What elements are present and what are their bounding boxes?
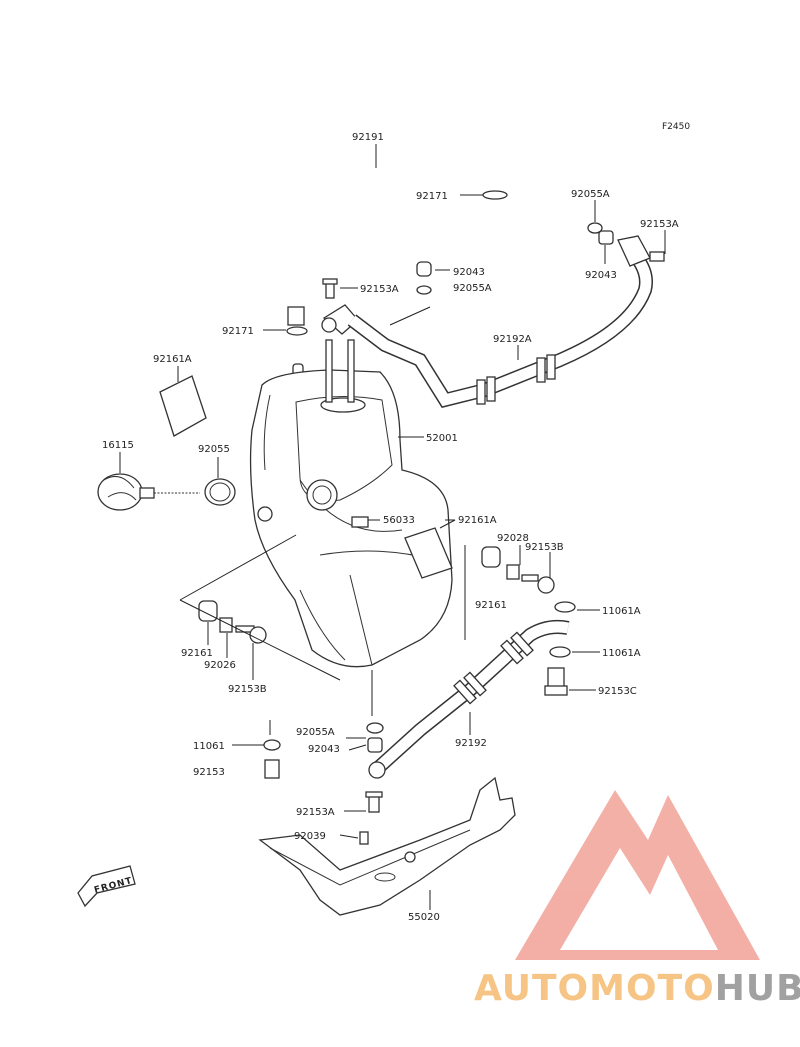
clamp-11061A-lower — [549, 646, 571, 658]
hose-band-7 — [500, 639, 524, 665]
fuel-hose-92192A — [347, 245, 653, 409]
watermark-text-primary: AUTOMOTO — [474, 968, 715, 1009]
hose-band-6 — [463, 671, 487, 697]
part-label-92153A-lower: 92153A — [296, 807, 335, 818]
fuel-hose-92192 — [373, 619, 570, 774]
bolt-92153A-right — [649, 251, 665, 262]
breather-hose-92191 — [278, 114, 511, 307]
hose-band-2 — [486, 376, 496, 402]
part-label-92055A-top: 92055A — [453, 283, 492, 294]
bolt-head-92153B-right — [537, 576, 555, 594]
tank-cap-opening — [306, 479, 338, 511]
gasket-92055-inner — [209, 482, 231, 502]
part-label-92055A-right: 92055A — [571, 189, 610, 200]
part-label-92192A: 92192A — [493, 334, 532, 345]
hose-band-4 — [546, 354, 556, 380]
tank-pipe-right — [347, 339, 355, 403]
tank-cap-opening-inner — [312, 485, 332, 505]
part-label-92191: 92191 — [352, 132, 384, 143]
screw-92039 — [359, 831, 369, 845]
collar-92028 — [506, 564, 520, 580]
leader-lines — [119, 144, 666, 910]
part-label-56033: 56033 — [383, 515, 415, 526]
washer-92043-lower — [367, 737, 383, 753]
fitting-lower — [368, 761, 386, 779]
bolt-shank-92153B-right — [521, 574, 539, 582]
part-label-92161-right: 92161 — [475, 600, 507, 611]
svg-text:AUTOMOTOHUB: AUTOMOTOHUB — [474, 968, 800, 1009]
washer-92043-right — [598, 230, 614, 245]
fuel-tank-52001 — [249, 369, 453, 668]
tank-pipe-left — [325, 339, 333, 403]
fuel-cap-16115 — [97, 473, 200, 511]
washer-92055A-lower — [366, 722, 384, 734]
part-label-92192: 92192 — [455, 738, 487, 749]
label-92161A-loose — [159, 375, 207, 437]
part-label-92026: 92026 — [204, 660, 236, 671]
part-label-92161-left: 92161 — [181, 648, 213, 659]
part-label-92043-lower: 92043 — [308, 744, 340, 755]
washer-92055A-right — [587, 222, 603, 234]
part-label-92043-right: 92043 — [585, 270, 617, 281]
part-label-55020: 55020 — [408, 912, 440, 923]
label-92161A-tank — [404, 527, 453, 579]
part-label-92153C: 92153C — [598, 686, 637, 697]
washer-11061 — [263, 739, 281, 751]
part-label-11061A-lower: 11061A — [602, 648, 641, 659]
part-label-92028: 92028 — [497, 533, 529, 544]
clamp-92171-lower — [286, 326, 308, 336]
bolt-head-92153B-left — [249, 626, 267, 644]
hose-band-3 — [536, 357, 546, 383]
clamp-11061A-upper — [554, 601, 576, 613]
part-label-92161A-loose: 92161A — [153, 354, 192, 365]
hose-band-1 — [476, 379, 486, 405]
front-arrow: FRONT — [77, 865, 136, 908]
damper-92161-right — [481, 546, 501, 568]
part-label-92039: 92039 — [294, 831, 326, 842]
part-label-92153B-left: 92153B — [228, 684, 267, 695]
part-label-52001: 52001 — [426, 433, 458, 444]
part-label-92171-top: 92171 — [416, 191, 448, 202]
fitting-elbow-eye — [321, 317, 337, 333]
hose-end-lower — [287, 306, 305, 326]
part-label-92043-top: 92043 — [453, 267, 485, 278]
automotohub-watermark: AUTOMOTOHUB — [474, 790, 800, 1009]
bolt-head-92153C — [544, 685, 568, 696]
bolt-head-92153A-top — [322, 278, 338, 285]
part-label-92055A-lower: 92055A — [296, 727, 335, 738]
part-label-92153: 92153 — [193, 767, 225, 778]
bolt-92153 — [264, 759, 280, 779]
hose-band-8 — [510, 631, 534, 657]
label-plate-56033 — [351, 516, 369, 528]
part-label-16115: 16115 — [102, 440, 134, 451]
part-label-92161A-tank: 92161A — [458, 515, 497, 526]
washer-92055A-top — [416, 285, 432, 295]
clamp-92171-top — [482, 190, 508, 200]
tank-mount-ear — [257, 506, 273, 522]
part-label-92153A-top: 92153A — [360, 284, 399, 295]
part-label-92153B-right: 92153B — [525, 542, 564, 553]
part-label-92055: 92055 — [198, 444, 230, 455]
hose-band-5 — [453, 679, 477, 705]
figure-code: F2450 — [662, 122, 690, 132]
part-label-92171-lower: 92171 — [222, 326, 254, 337]
part-label-11061: 11061 — [193, 741, 225, 752]
washer-92043-top — [416, 261, 432, 277]
tray-55020 — [258, 776, 516, 916]
bolt-head-92153A-lower — [365, 791, 383, 798]
part-label-92153A-right: 92153A — [640, 219, 679, 230]
watermark-text-secondary: HUB — [715, 968, 800, 1009]
part-label-11061A-upper: 11061A — [602, 606, 641, 617]
